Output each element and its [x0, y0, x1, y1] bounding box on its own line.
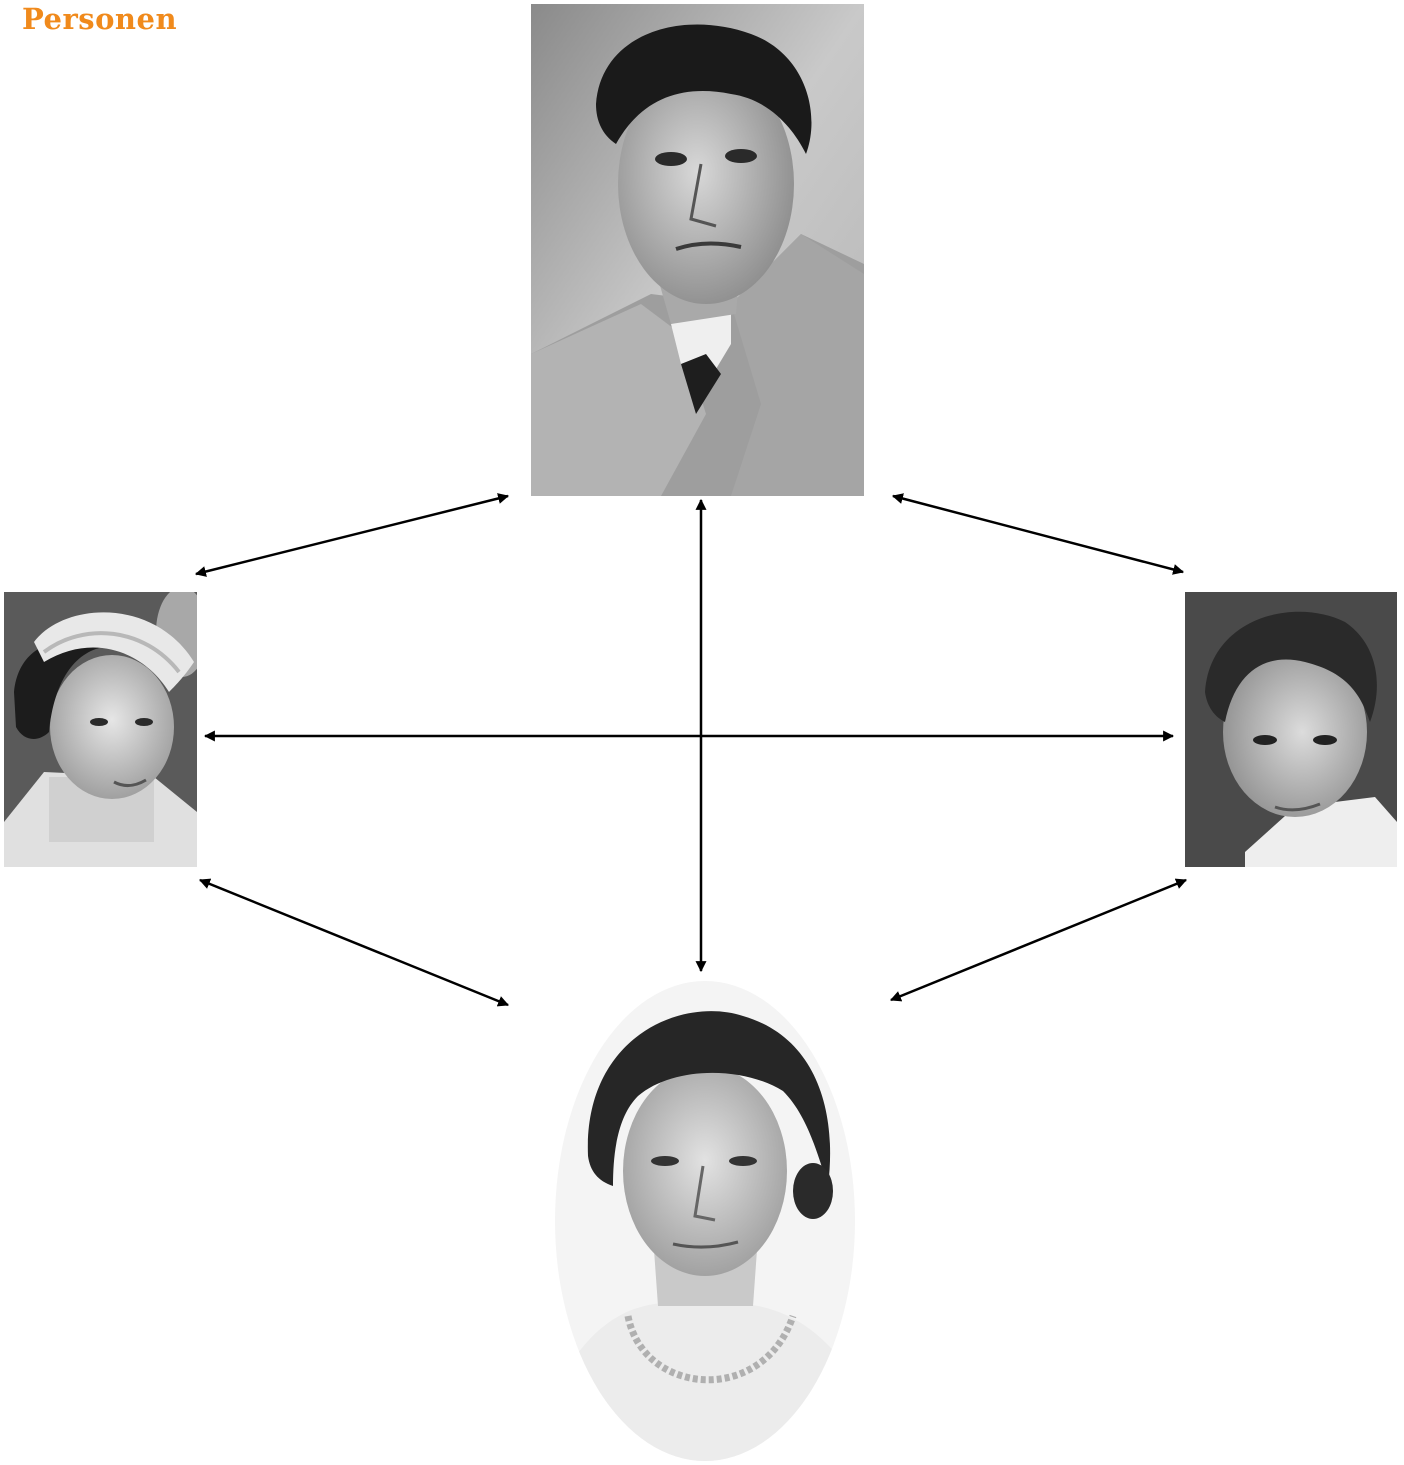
arrow-boy-woman — [889, 878, 1188, 1002]
portrait-girl-photo — [4, 592, 197, 867]
arrow-man-girl — [194, 493, 510, 577]
page-title: Personen — [22, 2, 178, 36]
portrait-photo-icon — [543, 976, 868, 1465]
arrow-girl-woman — [198, 878, 510, 1007]
portrait-photo-icon — [4, 592, 197, 867]
portrait-boy-photo — [1185, 592, 1397, 867]
portrait-photo-icon — [1185, 592, 1397, 867]
portrait-man-photo — [531, 4, 864, 496]
arrow-man-boy — [891, 493, 1185, 575]
portrait-photo-icon — [531, 4, 864, 496]
portrait-woman-photo — [543, 976, 868, 1465]
